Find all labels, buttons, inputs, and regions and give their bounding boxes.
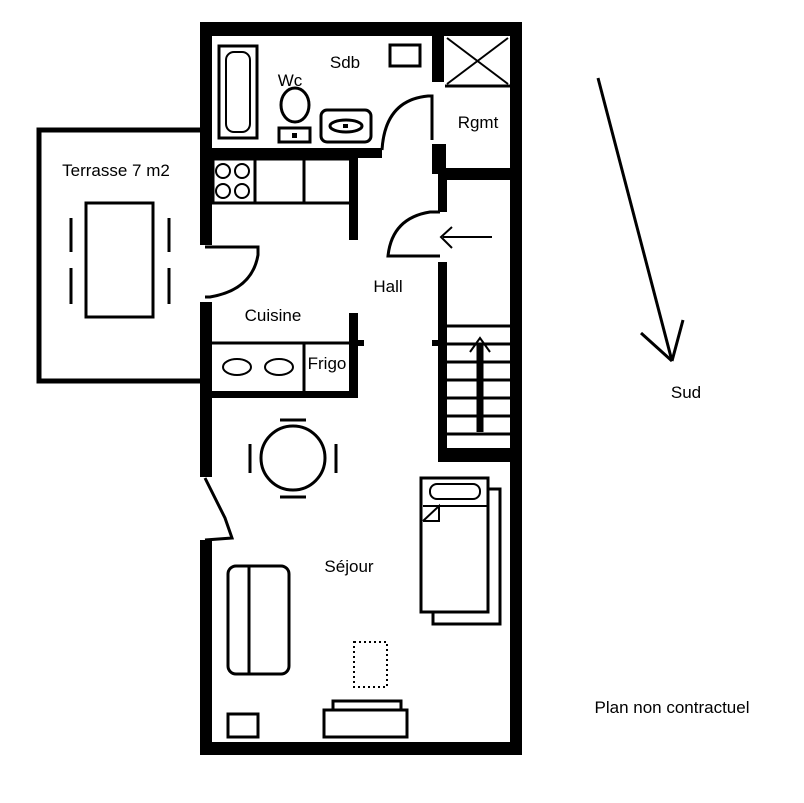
dining-table xyxy=(259,424,327,492)
label-frigo: Frigo xyxy=(308,354,347,373)
storage-rgmt xyxy=(432,22,510,180)
label-wc: Wc xyxy=(278,71,303,90)
hob-right xyxy=(264,358,294,376)
living-room xyxy=(203,418,502,739)
kitchen xyxy=(205,157,364,398)
side-box xyxy=(226,712,260,739)
coffee-table xyxy=(353,641,388,688)
label-terrasse: Terrasse 7 m2 xyxy=(62,161,170,180)
south-arrow-icon xyxy=(596,77,685,363)
stairs xyxy=(446,324,510,436)
tv-stand xyxy=(322,708,409,739)
toilet xyxy=(279,86,311,124)
window-door xyxy=(203,477,235,542)
label-hall: Hall xyxy=(373,277,402,296)
bathroom xyxy=(212,43,434,158)
compass-label: Sud xyxy=(671,383,701,402)
pillow xyxy=(429,483,481,500)
hall xyxy=(386,174,510,462)
bathtub xyxy=(217,44,259,140)
label-sdb: Sdb xyxy=(330,53,360,72)
cabinet xyxy=(388,43,422,68)
sink xyxy=(319,108,373,144)
outer-walls xyxy=(200,22,522,755)
label-cuisine: Cuisine xyxy=(245,306,302,325)
terrace-door xyxy=(205,245,260,299)
terrace-table xyxy=(84,201,155,319)
sofa xyxy=(226,564,291,676)
entry-door xyxy=(386,210,440,258)
bed xyxy=(419,476,490,614)
label-sejour: Séjour xyxy=(324,557,373,576)
bathroom-door xyxy=(380,94,434,151)
terrace xyxy=(36,127,205,384)
disclaimer: Plan non contractuel xyxy=(595,698,750,717)
hob-left xyxy=(222,358,252,376)
label-rgmt: Rgmt xyxy=(458,113,499,132)
